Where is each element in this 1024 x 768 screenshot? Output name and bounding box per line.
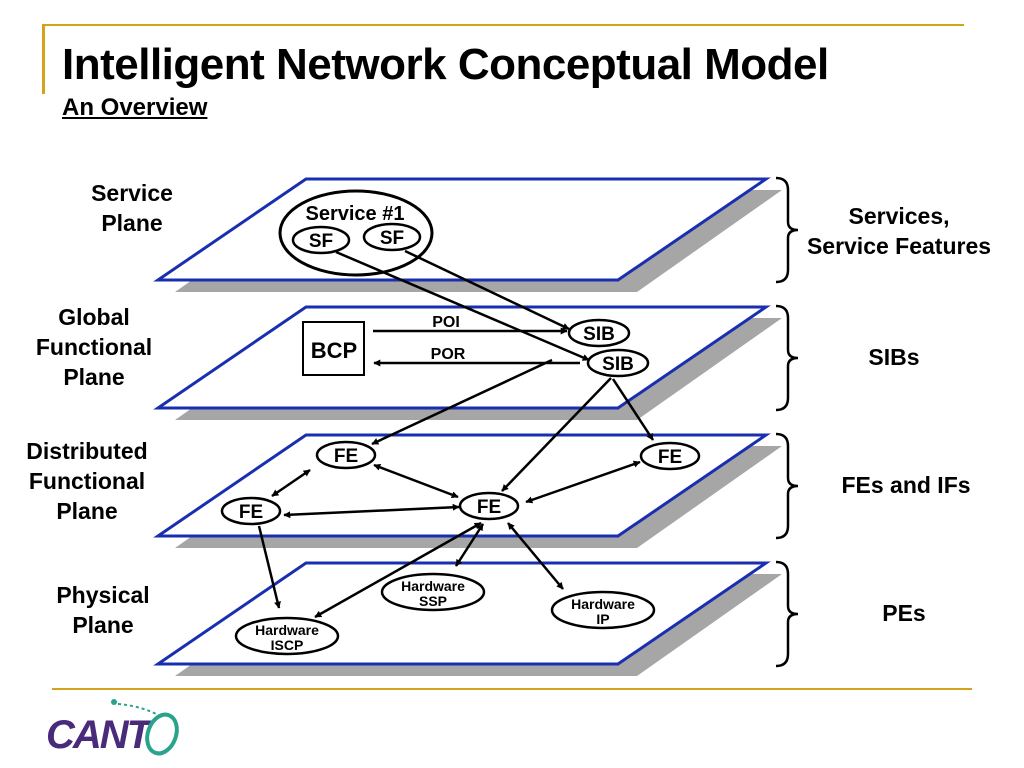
hardware-ssp-line1: Hardware xyxy=(401,578,465,594)
arrow-fe-left-to-iscp xyxy=(257,525,281,609)
slide-subtitle: An Overview xyxy=(62,94,208,121)
fes-and-ifs-label: FEs and IFs xyxy=(841,472,971,498)
por-label: POR xyxy=(431,346,466,363)
fe-center-label: FE xyxy=(477,497,501,518)
fe-left-node xyxy=(220,496,282,526)
pes-label: PEs xyxy=(882,600,926,626)
logo-satellite-dot xyxy=(111,699,117,705)
poi-label: POI xyxy=(432,314,460,331)
bcp-label: BCP xyxy=(311,338,357,363)
cant-logo: CANT xyxy=(46,699,179,757)
logo-dish xyxy=(145,712,179,756)
left-rule xyxy=(42,26,45,94)
sibs-label: SIBs xyxy=(868,344,920,370)
arrow-fe-center-ip xyxy=(507,522,564,590)
bottom-rule xyxy=(52,688,972,690)
service-brace xyxy=(775,176,799,284)
arrow-fe-left-fe-center xyxy=(283,503,460,519)
braces xyxy=(775,176,799,668)
bcp-box xyxy=(302,321,365,376)
arrow-sib-bottom-to-fe-top-right xyxy=(611,378,655,441)
sf-right-node xyxy=(362,222,422,252)
fe-top-right-node xyxy=(639,441,701,471)
top-rule xyxy=(42,24,964,26)
hardware-iscp-line1: Hardware xyxy=(255,622,319,638)
sf-left-label: SF xyxy=(309,231,333,252)
sib-top-label: SIB xyxy=(583,324,615,345)
hardware-iscp-line2: ISCP xyxy=(271,637,304,653)
sf-right-label: SF xyxy=(380,228,404,249)
hardware-ip-line1: Hardware xyxy=(571,596,635,612)
hardware-ip-node xyxy=(550,590,656,630)
sib-top-node xyxy=(567,318,631,348)
service-1-label: Service #1 xyxy=(306,203,405,225)
hardware-ip-line2: IP xyxy=(596,611,609,627)
distributed-brace xyxy=(775,432,799,540)
logo-text: CANT xyxy=(46,713,155,757)
physical-brace xyxy=(775,560,799,668)
sib-bottom-node xyxy=(586,348,650,378)
arrow-sib-top-to-fe-top-left xyxy=(371,358,553,446)
arrow-sib-bottom-to-fe-center xyxy=(501,377,612,492)
fe-top-left-node xyxy=(315,440,377,470)
hardware-ssp-line2: SSP xyxy=(419,593,447,609)
arrow-sf-right-to-sib-top xyxy=(404,249,570,331)
arrow-fe-top-left-fe-left xyxy=(271,468,311,498)
arrow-fe-center-iscp xyxy=(314,521,482,619)
hardware-iscp-node xyxy=(234,616,340,656)
global-brace xyxy=(775,304,799,412)
arrow-fe-top-left-fe-center xyxy=(373,463,459,499)
arrow-fe-center-fe-top-right xyxy=(525,460,641,504)
connections xyxy=(257,249,655,619)
fe-center-node xyxy=(458,491,520,521)
slide-title: Intelligent Network Conceptual Model xyxy=(62,40,829,89)
arrow-fe-center-ssp xyxy=(454,523,485,567)
sf-left-node xyxy=(291,225,351,255)
services-label: Services,Service Features xyxy=(806,203,992,259)
fe-top-left-label: FE xyxy=(334,446,358,467)
fe-left-label: FE xyxy=(239,502,263,523)
sib-bottom-label: SIB xyxy=(602,354,634,375)
arrow-sf-left-to-sib-bottom xyxy=(335,250,590,362)
fe-top-right-label: FE xyxy=(658,447,682,468)
